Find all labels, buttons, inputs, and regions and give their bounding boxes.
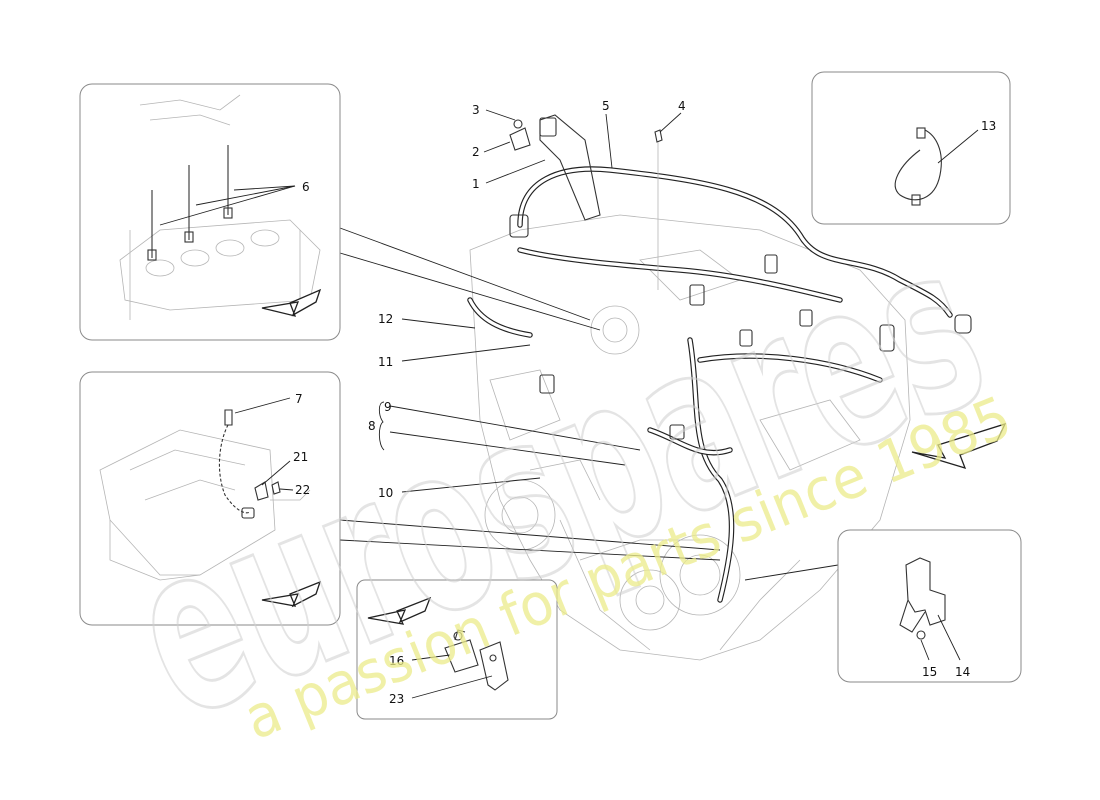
callout-13: 13: [981, 119, 996, 133]
callout-8: 8: [368, 419, 376, 433]
callout-1: 1: [472, 177, 480, 191]
wiring-harness: [467, 166, 972, 603]
callout-9: 9: [384, 400, 392, 414]
callout-14: 14: [955, 665, 970, 679]
callout-12: 12: [378, 312, 393, 326]
direction-arrow-icon: [911, 422, 1007, 470]
fasteners: [509, 119, 663, 290]
callout-11: 11: [378, 355, 393, 369]
engine-assembly: [469, 214, 911, 661]
callout-15: 15: [922, 665, 937, 679]
inset-bracket: [837, 529, 1022, 683]
leader-lines: [339, 109, 839, 581]
bracket-part: [539, 114, 601, 221]
callout-22: 22: [295, 483, 310, 497]
inset-arrow-icon: [261, 288, 322, 317]
inset-glow-plugs: [79, 83, 341, 341]
callout-3: 3: [472, 103, 480, 117]
inset-ground-strap: [811, 71, 1011, 225]
callout-labels: 1 2 3 4 5 6 7 8 9 10 11 12 13 14 15 16 2…: [293, 99, 996, 706]
callout-23: 23: [389, 692, 404, 706]
callout-16: 16: [389, 654, 404, 668]
callout-5: 5: [602, 99, 610, 113]
inset-sump-sensor: [79, 371, 341, 626]
callout-7: 7: [295, 392, 303, 406]
inset-arrow-icon: [261, 580, 322, 608]
callout-4: 4: [678, 99, 686, 113]
inset-arrow-icon: [367, 596, 432, 625]
callout-6: 6: [302, 180, 310, 194]
inset-sensor-bracket: [356, 579, 558, 720]
callout-21: 21: [293, 450, 308, 464]
callout-10: 10: [378, 486, 393, 500]
callout-2: 2: [472, 145, 480, 159]
